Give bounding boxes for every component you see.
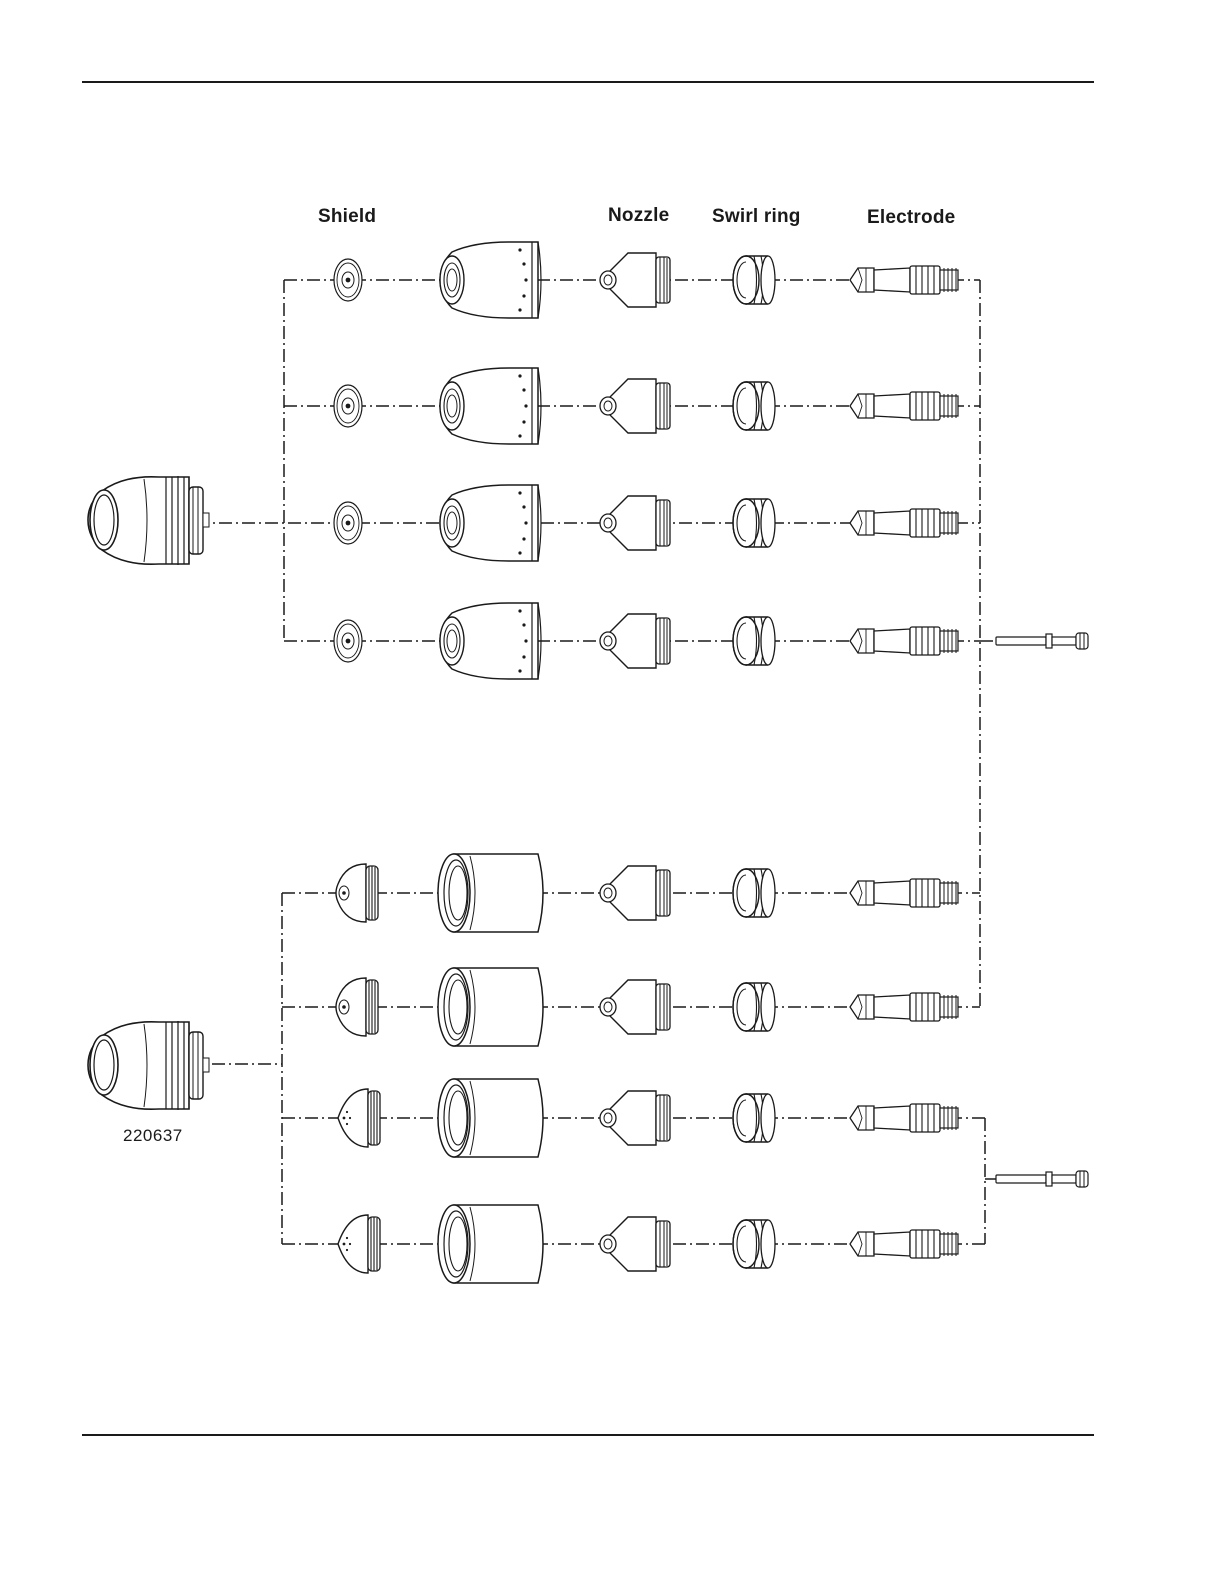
electrode-icon: [850, 266, 958, 294]
shield-icon: [334, 620, 362, 662]
shield-icon: [338, 1089, 380, 1147]
nozzle-icon: [600, 980, 670, 1034]
electrode-icon: [850, 1104, 958, 1132]
nozzle-icon: [600, 614, 670, 668]
nozzle-icon: [600, 379, 670, 433]
shield-cap-icon: [438, 854, 543, 932]
centerlines: [196, 280, 996, 1244]
retaining-cap-icon: [88, 1021, 209, 1110]
shield-cap-icon: [438, 1079, 543, 1157]
electrode-icon: [850, 392, 958, 420]
removal-tool-icon: [996, 633, 1088, 649]
shield-icon: [334, 502, 362, 544]
swirl-ring-icon: [733, 617, 775, 665]
shield-cap-icon: [438, 968, 543, 1046]
shield-cap-icon: [440, 485, 541, 561]
swirl-ring-icon: [733, 1094, 775, 1142]
nozzle-icon: [600, 253, 670, 307]
shield-cap-icon: [438, 1205, 543, 1283]
swirl-ring-icon: [733, 256, 775, 304]
swirl-ring-icon: [733, 382, 775, 430]
shield-cap-icon: [440, 368, 541, 444]
shield-icon: [336, 978, 378, 1036]
swirl-ring-icon: [733, 499, 775, 547]
electrode-icon: [850, 879, 958, 907]
electrode-icon: [850, 993, 958, 1021]
nozzle-icon: [600, 1217, 670, 1271]
shield-icon: [338, 1215, 380, 1273]
retaining-cap-icon: [88, 476, 209, 565]
shield-icon: [334, 259, 362, 301]
nozzle-icon: [600, 496, 670, 550]
shield-cap-icon: [440, 603, 541, 679]
removal-tool-icon: [996, 1171, 1088, 1187]
swirl-ring-icon: [733, 869, 775, 917]
electrode-icon: [850, 509, 958, 537]
shield-icon: [336, 864, 378, 922]
electrode-icon: [850, 1230, 958, 1258]
nozzle-icon: [600, 866, 670, 920]
electrode-icon: [850, 627, 958, 655]
shield-icon: [334, 385, 362, 427]
shield-cap-icon: [440, 242, 541, 318]
nozzle-icon: [600, 1091, 670, 1145]
swirl-ring-icon: [733, 983, 775, 1031]
swirl-ring-icon: [733, 1220, 775, 1268]
